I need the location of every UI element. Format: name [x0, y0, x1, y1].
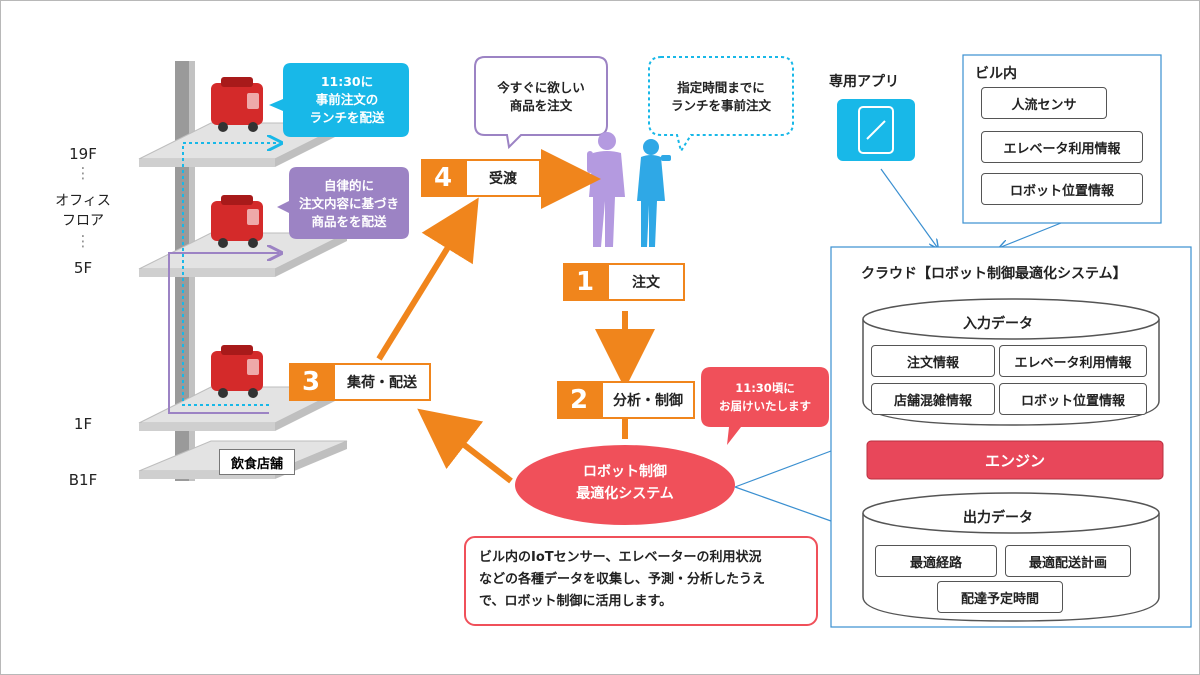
purple-route [168, 253, 279, 414]
bubble-lunch-text: 11:30に 事前注文の ランチを配送 [309, 74, 385, 125]
building-title: ビル内 [975, 66, 1017, 82]
output-title: 出力データ [963, 510, 1033, 526]
step-1-label: 注文 [607, 263, 685, 301]
floor-5f: 5F [73, 259, 93, 277]
robot-19f [211, 77, 263, 132]
engine-bar [866, 440, 1164, 480]
step-3: 3 集荷・配送 [289, 363, 431, 401]
connector-system-cloud [734, 450, 832, 488]
output-item-plan: 最適配送計画 [1005, 545, 1131, 577]
bubble-autonomous-shape [277, 167, 409, 239]
connector-app-cloud [880, 168, 937, 247]
arrow-3-to-4 [376, 197, 479, 361]
system-description: ビル内のIoTセンサー、エレベーターの利用状況 などの各種データを収集し、予測・… [479, 550, 766, 609]
output-item-route: 最適経路 [875, 545, 997, 577]
robot-5f [211, 195, 263, 248]
bubble-arrival-text: 11:30頃に お届けいたします [719, 381, 811, 413]
arrow-system-to-3 [417, 408, 513, 484]
step-2-number: 2 [557, 381, 601, 419]
cyan-route [182, 143, 279, 406]
floor-office: オフィス フロア [55, 193, 111, 229]
floor-dots-bottom: ⋮ [75, 232, 91, 250]
floor-19f: 19F [69, 145, 97, 163]
floor-b1f: B1F [68, 471, 98, 489]
step-1-number: 1 [563, 263, 607, 301]
input-title: 入力データ [963, 316, 1033, 332]
bubble-now-text: 今すぐに欲しい 商品を注文 [497, 80, 585, 113]
restaurant-label: 飲食店舗 [219, 449, 295, 475]
building-item-people-sensor: 人流センサ [981, 87, 1107, 119]
bubble-lunch-shape [269, 63, 409, 137]
building-item-elevator: エレベータ利用情報 [981, 131, 1143, 163]
robot-1f [211, 345, 263, 398]
output-item-eta: 配達予定時間 [937, 581, 1063, 613]
bubble-scheduled-text: 指定時間までに ランチを事前注文 [670, 80, 771, 113]
input-item-store-congestion: 店舗混雑情報 [871, 383, 995, 415]
input-item-elevator: エレベータ利用情報 [999, 345, 1147, 377]
step-3-label: 集荷・配送 [333, 363, 431, 401]
bubble-now-shape [474, 56, 608, 150]
step-3-number: 3 [289, 363, 333, 401]
floor-1f: 1F [73, 415, 93, 433]
bubble-scheduled-shape [648, 56, 794, 154]
app-label: 専用アプリ [829, 74, 899, 90]
step-4-number: 4 [421, 159, 465, 197]
floor-dots-top: ⋮ [75, 164, 91, 182]
step-4: 4 受渡 [421, 159, 541, 197]
step-1: 1 注文 [563, 263, 685, 301]
building-item-robot-position: ロボット位置情報 [981, 173, 1143, 205]
bubble-arrival-shape [701, 367, 829, 445]
input-item-robot-position: ロボット位置情報 [999, 383, 1147, 415]
person-woman [637, 139, 671, 247]
connector-building-cloud [1001, 222, 1062, 247]
bubble-autonomous-text: 自律的に 注文内容に基づき 商品をを配送 [298, 178, 399, 229]
person-man [587, 132, 625, 247]
engine-label: エンジン [984, 451, 1045, 470]
system-ellipse [515, 445, 735, 525]
description-box [464, 536, 818, 626]
input-item-order: 注文情報 [871, 345, 995, 377]
step-4-label: 受渡 [465, 159, 541, 197]
cloud-title: クラウド【ロボット制御最適化システム】 [861, 266, 1127, 282]
system-name: ロボット制御 最適化システム [576, 464, 674, 502]
step-2: 2 分析・制御 [557, 381, 695, 419]
step-2-label: 分析・制御 [601, 381, 695, 419]
